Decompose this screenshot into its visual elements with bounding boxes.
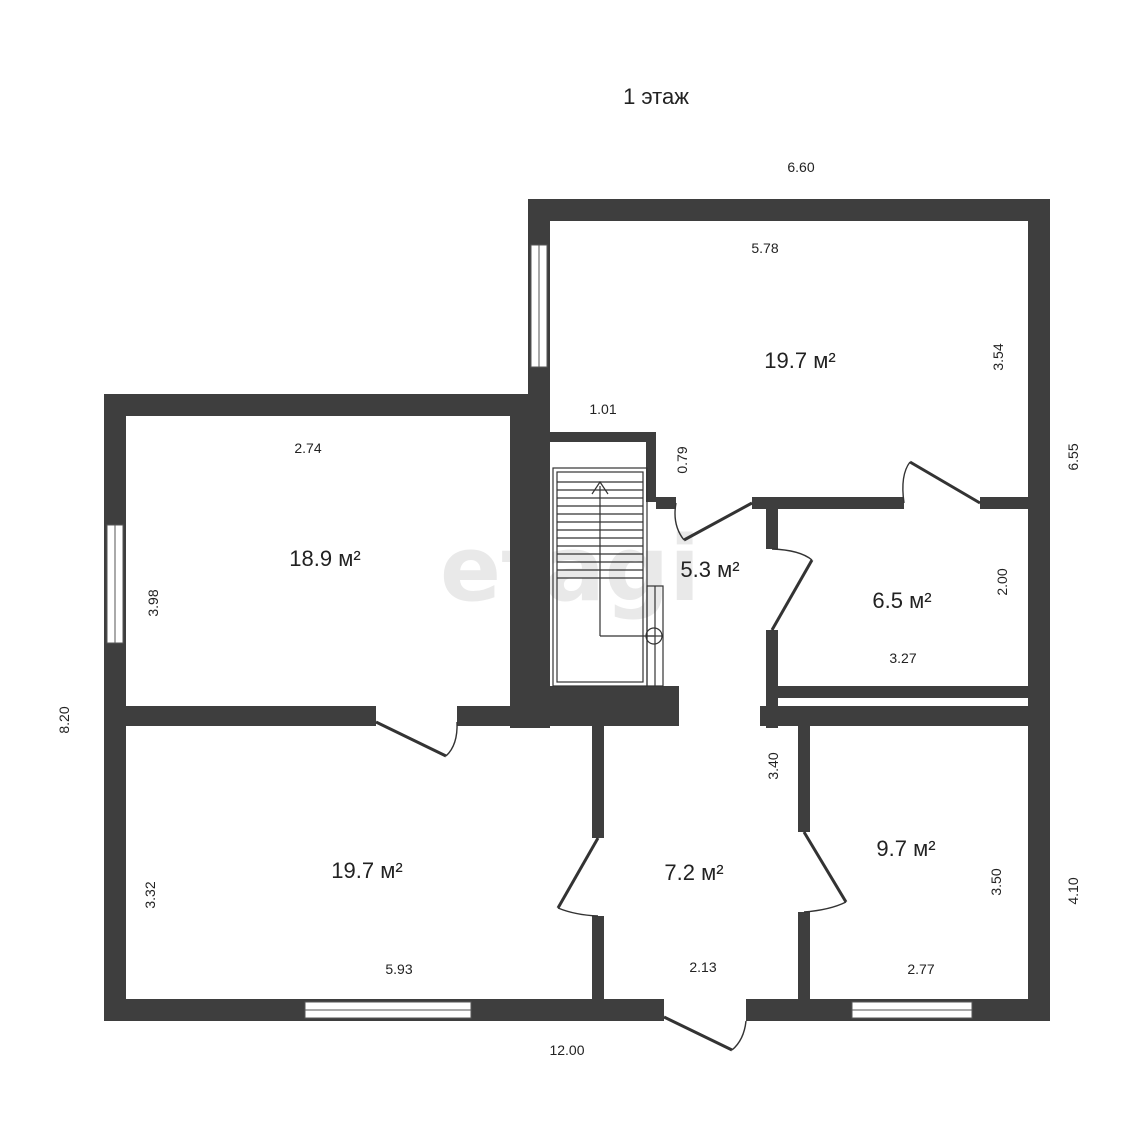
door-left-lower bbox=[556, 837, 600, 917]
wall-top-left bbox=[104, 394, 550, 416]
floor-title: 1 этаж bbox=[623, 84, 689, 109]
wall-hall-lower-west-bottom bbox=[592, 916, 604, 1021]
staircase bbox=[552, 467, 664, 687]
dim-right-outer-upper: 6.55 bbox=[1065, 443, 1081, 470]
dim-right-lower-width: 2.77 bbox=[907, 961, 934, 977]
wall-hall-top-left bbox=[656, 497, 676, 509]
dim-hall-lower-height: 3.40 bbox=[765, 752, 781, 779]
dim-small-room-height: 2.00 bbox=[994, 568, 1010, 595]
dim-top-outer-width: 6.60 bbox=[787, 159, 814, 175]
dim-small-room-width: 3.27 bbox=[889, 650, 916, 666]
door-top-room bbox=[902, 460, 981, 505]
dim-left-outer-height: 8.20 bbox=[56, 706, 72, 733]
window-bottom-right bbox=[851, 1001, 973, 1019]
dim-top-room-width: 5.78 bbox=[751, 240, 778, 256]
dim-hall-lower-width: 2.13 bbox=[689, 959, 716, 975]
dim-stair-width: 1.01 bbox=[589, 401, 616, 417]
wall-middle-a bbox=[104, 706, 376, 726]
wall-stair-top bbox=[548, 432, 656, 442]
dim-bottom-outer-width: 12.00 bbox=[549, 1042, 584, 1058]
wall-hall-lower-east-top bbox=[798, 706, 810, 832]
dim-stair-gap: 0.79 bbox=[674, 446, 690, 473]
window-bottom-left bbox=[304, 1001, 472, 1019]
area-right-lower-room: 9.7 м² bbox=[876, 836, 935, 861]
door-right-lower bbox=[802, 831, 848, 913]
area-left-upper-room: 18.9 м² bbox=[289, 546, 360, 571]
wall-small-west-bottom bbox=[766, 630, 778, 728]
wall-small-top-b bbox=[980, 497, 1030, 509]
area-left-lower-room: 19.7 м² bbox=[331, 858, 402, 883]
doors bbox=[375, 460, 981, 1052]
door-small-room bbox=[770, 548, 814, 631]
window-top-left-wall bbox=[530, 244, 548, 368]
wall-left-room-east bbox=[510, 394, 550, 728]
dim-left-upper-width: 2.74 bbox=[294, 440, 321, 456]
dim-right-lower-height: 3.50 bbox=[988, 868, 1004, 895]
windows bbox=[106, 244, 973, 1019]
window-left-wall bbox=[106, 524, 124, 644]
dim-left-lower-height: 3.32 bbox=[142, 881, 158, 908]
door-entrance bbox=[663, 1015, 747, 1052]
wall-stair-bottom bbox=[548, 686, 679, 726]
wall-top-right bbox=[528, 199, 1050, 221]
area-small-room: 6.5 м² bbox=[872, 588, 931, 613]
door-upper-hall bbox=[674, 501, 753, 542]
area-hall-upper: 5.3 м² bbox=[680, 557, 739, 582]
area-hall-lower: 7.2 м² bbox=[664, 860, 723, 885]
dim-top-room-height: 3.54 bbox=[990, 343, 1006, 370]
wall-hall-lower-east-bottom bbox=[798, 912, 810, 1021]
dim-left-lower-width: 5.93 bbox=[385, 961, 412, 977]
dim-left-upper-height: 3.98 bbox=[145, 589, 161, 616]
wall-hall-lower-west-top bbox=[592, 706, 604, 838]
wall-small-west-top bbox=[766, 497, 778, 549]
area-top-right-room: 19.7 м² bbox=[764, 348, 835, 373]
door-left-upper bbox=[375, 720, 458, 758]
wall-small-top-a bbox=[752, 497, 904, 509]
wall-middle-c bbox=[760, 706, 1050, 726]
wall-right-outer bbox=[1028, 199, 1050, 1021]
wall-small-bottom bbox=[766, 686, 1030, 698]
wall-stair-east bbox=[646, 432, 656, 502]
dim-right-outer-lower: 4.10 bbox=[1065, 877, 1081, 904]
